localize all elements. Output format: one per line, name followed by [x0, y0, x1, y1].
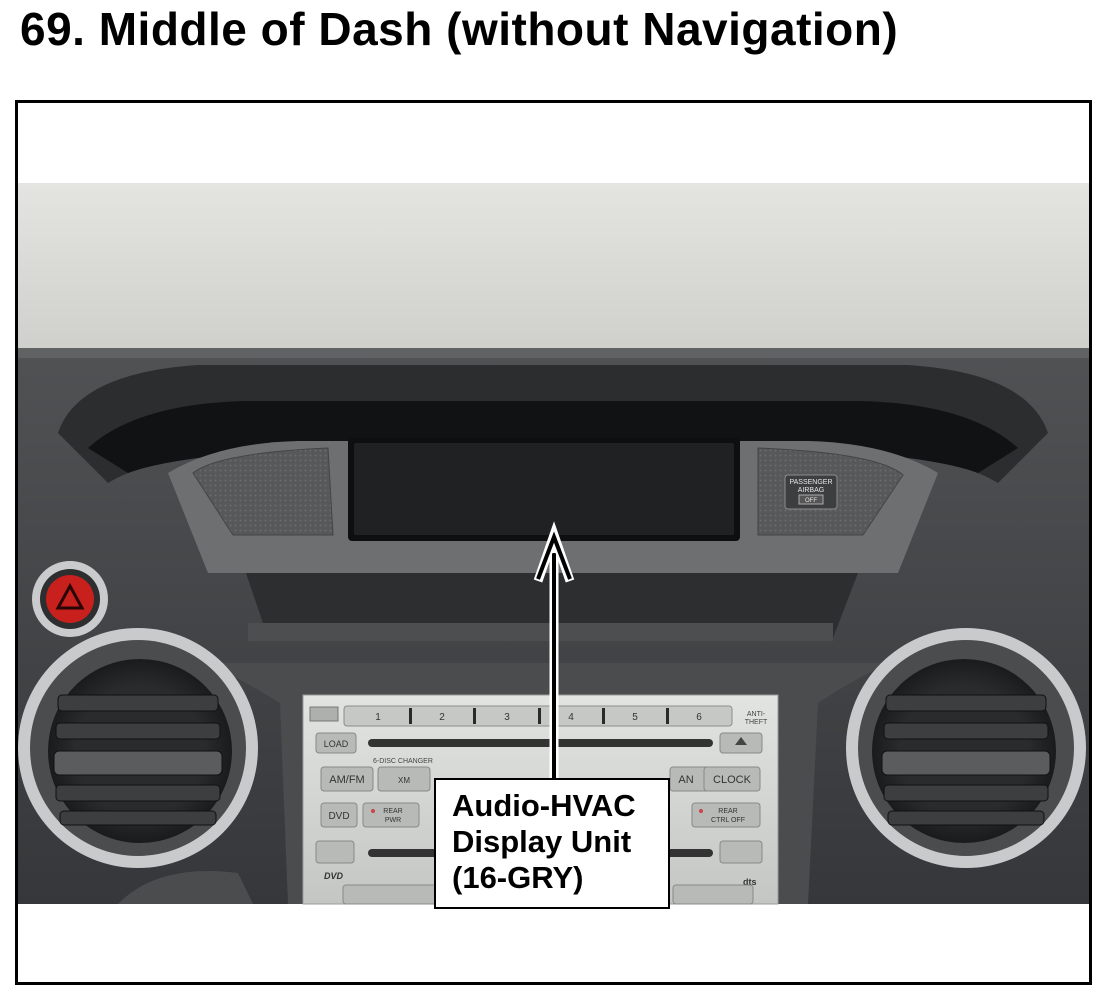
passenger-airbag-indicator	[784, 474, 838, 510]
cd-slot	[368, 739, 713, 747]
dashboard-photo: PASSENGER AIRBAG OFF	[18, 183, 1089, 905]
rear-ctrl-label-1: REAR	[718, 808, 737, 815]
xm-button[interactable]	[377, 766, 431, 792]
callout-arrowhead	[536, 531, 572, 580]
fan-label: AN	[678, 774, 693, 786]
preset-button-5[interactable]: 5	[632, 712, 638, 723]
callout-line-3: (16-GRY)	[452, 860, 584, 895]
preset-buttons[interactable]: 1 2 3 4 5 6	[375, 712, 702, 723]
dvd-button-label: DVD	[328, 811, 349, 822]
anti-theft-label-1: ANTI-	[747, 711, 766, 718]
dvd-button[interactable]	[320, 802, 358, 828]
callout-line-1: Audio-HVAC	[452, 788, 636, 823]
preset-button-6[interactable]: 6	[696, 712, 702, 723]
preset-button-2[interactable]: 2	[439, 712, 445, 723]
rear-pwr-label-1: REAR	[383, 808, 402, 815]
clock-button[interactable]	[703, 766, 761, 792]
load-button[interactable]	[315, 732, 357, 754]
page-title: 69. Middle of Dash (without Navigation)	[20, 3, 899, 55]
headliner	[18, 183, 1089, 353]
clock-label: CLOCK	[713, 774, 752, 786]
dvd-logo: DVD	[324, 871, 344, 881]
hazard-button[interactable]	[46, 575, 94, 623]
callout-line-2: Display Unit	[452, 824, 632, 859]
airbag-label-3: OFF	[805, 498, 817, 504]
rear-pwr-button[interactable]	[362, 802, 420, 828]
preset-button-4[interactable]: 4	[568, 712, 574, 723]
rear-ctrl-label-2: CTRL OFF	[711, 817, 745, 824]
callout-label-box: Audio-HVAC Display Unit (16-GRY)	[434, 778, 670, 909]
preset-button-3[interactable]: 3	[504, 712, 510, 723]
figure-frame: PASSENGER AIRBAG OFF	[15, 100, 1092, 985]
airbag-label-1: PASSENGER	[789, 479, 832, 486]
xm-label: XM	[398, 776, 410, 785]
am-fm-button[interactable]	[320, 766, 374, 792]
disc-changer-label: 6-DISC CHANGER	[373, 758, 433, 765]
preset-button-1[interactable]: 1	[375, 712, 381, 723]
rear-ctrl-off-button[interactable]	[691, 802, 761, 828]
load-button-label: LOAD	[324, 739, 349, 749]
display-screen	[354, 443, 734, 535]
anti-theft-label-2: THEFT	[745, 719, 768, 726]
am-fm-label: AM/FM	[329, 774, 364, 786]
dts-logo: dts	[743, 877, 757, 887]
rear-pwr-label-2: PWR	[385, 817, 401, 824]
left-speaker-grille	[192, 447, 334, 536]
airbag-label-2: AIRBAG	[798, 487, 824, 494]
